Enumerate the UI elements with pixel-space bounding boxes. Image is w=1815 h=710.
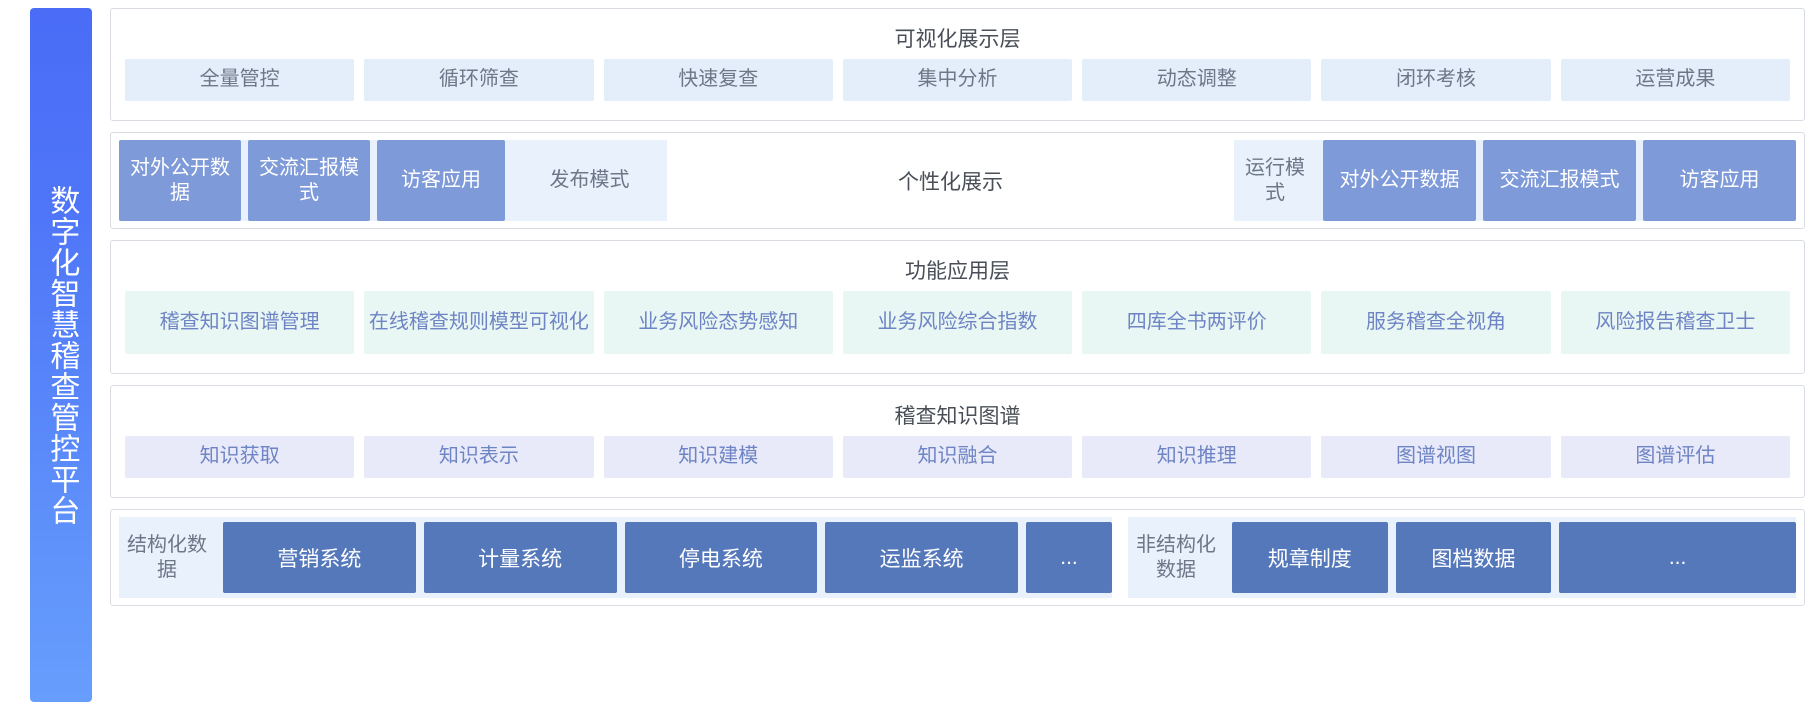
func-cell[interactable]: 业务风险态势感知 xyxy=(603,290,833,354)
vis-cell[interactable]: 动态调整 xyxy=(1082,58,1312,101)
kg-cell[interactable]: 知识获取 xyxy=(125,435,355,478)
vis-cell[interactable]: 全量管控 xyxy=(125,58,355,101)
vis-cell[interactable]: 运营成果 xyxy=(1560,58,1790,101)
vis-cell[interactable]: 快速复查 xyxy=(603,58,833,101)
personalization-chip[interactable]: 访客应用 xyxy=(1643,140,1796,221)
unstructured-data-label: 非结构化数据 xyxy=(1136,533,1216,581)
data-source-chip[interactable]: 计量系统 xyxy=(423,522,617,593)
data-source-chip[interactable]: 营销系统 xyxy=(223,522,416,593)
platform-title: 数字化智慧稽查管控平台 xyxy=(45,184,79,526)
personalization-chip[interactable]: 运行模式 xyxy=(1245,157,1305,204)
data-source-more-chip[interactable]: ... xyxy=(1026,522,1112,593)
data-source-more-chip[interactable]: ... xyxy=(1559,522,1796,593)
personalization-chip[interactable]: 发布模式 xyxy=(549,169,630,192)
personalization-chip[interactable]: 对外公开数据 xyxy=(119,140,241,221)
layer-knowledge-graph-cells: 知识获取 知识表示 知识建模 知识融合 知识推理 图谱视图 图谱评估 xyxy=(111,435,1804,489)
personalization-center-label: 个性化展示 xyxy=(667,140,1234,221)
data-source-chip[interactable]: 运监系统 xyxy=(825,522,1018,593)
unstructured-data-group: 非结构化数据 规章制度 图档数据 ... xyxy=(1128,517,1796,598)
kg-cell[interactable]: 知识融合 xyxy=(842,435,1073,478)
kg-cell[interactable]: 图谱视图 xyxy=(1321,435,1551,478)
vis-cell[interactable]: 闭环考核 xyxy=(1321,58,1551,101)
layer-data-sources: 结构化数据 营销系统 计量系统 停电系统 运监系统 ... 非结构化数据 规章制… xyxy=(110,509,1805,606)
layer-function-cells: 稽查知识图谱管理 在线稽查规则模型可视化 业务风险态势感知 业务风险综合指数 四… xyxy=(111,290,1804,365)
personalization-left-group: 对外公开数据 交流汇报模式 访客应用 发布模式 xyxy=(119,140,667,221)
personalization-chip[interactable]: 访客应用 xyxy=(377,140,505,221)
personalization-chip[interactable]: 交流汇报模式 xyxy=(248,140,370,221)
personalization-right-group: 运行模式 对外公开数据 交流汇报模式 访客应用 xyxy=(1234,140,1796,221)
data-source-chip[interactable]: 规章制度 xyxy=(1232,522,1388,593)
layer-function: 功能应用层 稽查知识图谱管理 在线稽查规则模型可视化 业务风险态势感知 业务风险… xyxy=(110,240,1805,374)
layer-stack: 可视化展示层 全量管控 循环筛查 快速复查 集中分析 动态调整 闭环考核 运营成… xyxy=(110,8,1805,702)
structured-data-label: 结构化数据 xyxy=(127,533,207,581)
vis-cell[interactable]: 循环筛查 xyxy=(364,58,594,101)
kg-cell[interactable]: 知识建模 xyxy=(603,435,833,478)
kg-cell[interactable]: 知识表示 xyxy=(364,435,594,478)
data-source-chip[interactable]: 停电系统 xyxy=(624,522,818,593)
platform-sidebar: 数字化智慧稽查管控平台 xyxy=(30,8,92,702)
func-cell[interactable]: 稽查知识图谱管理 xyxy=(125,290,355,354)
layer-knowledge-graph-title: 稽查知识图谱 xyxy=(894,404,1021,428)
kg-cell[interactable]: 知识推理 xyxy=(1082,435,1312,478)
data-source-chip[interactable]: 图档数据 xyxy=(1395,522,1552,593)
layer-visualization-cells: 全量管控 循环筛查 快速复查 集中分析 动态调整 闭环考核 运营成果 xyxy=(111,58,1804,112)
vis-cell[interactable]: 集中分析 xyxy=(842,58,1073,101)
layer-visualization-title: 可视化展示层 xyxy=(894,27,1021,51)
func-cell[interactable]: 在线稽查规则模型可视化 xyxy=(364,290,594,354)
layer-function-title: 功能应用层 xyxy=(905,259,1010,283)
kg-cell[interactable]: 图谱评估 xyxy=(1560,435,1790,478)
func-cell[interactable]: 四库全书两评价 xyxy=(1082,290,1312,354)
structured-data-group: 结构化数据 营销系统 计量系统 停电系统 运监系统 ... xyxy=(119,517,1112,598)
func-cell[interactable]: 风险报告稽查卫士 xyxy=(1560,290,1790,354)
personalization-chip[interactable]: 交流汇报模式 xyxy=(1483,140,1636,221)
func-cell[interactable]: 服务稽查全视角 xyxy=(1321,290,1551,354)
func-cell[interactable]: 业务风险综合指数 xyxy=(842,290,1073,354)
personalization-chip[interactable]: 对外公开数据 xyxy=(1323,140,1476,221)
layer-knowledge-graph: 稽查知识图谱 知识获取 知识表示 知识建模 知识融合 知识推理 图谱视图 图谱评… xyxy=(110,385,1805,498)
layer-visualization: 可视化展示层 全量管控 循环筛查 快速复查 集中分析 动态调整 闭环考核 运营成… xyxy=(110,8,1805,121)
layer-personalization: 对外公开数据 交流汇报模式 访客应用 发布模式 个性化展示 运行模式 对外公开数… xyxy=(110,132,1805,229)
